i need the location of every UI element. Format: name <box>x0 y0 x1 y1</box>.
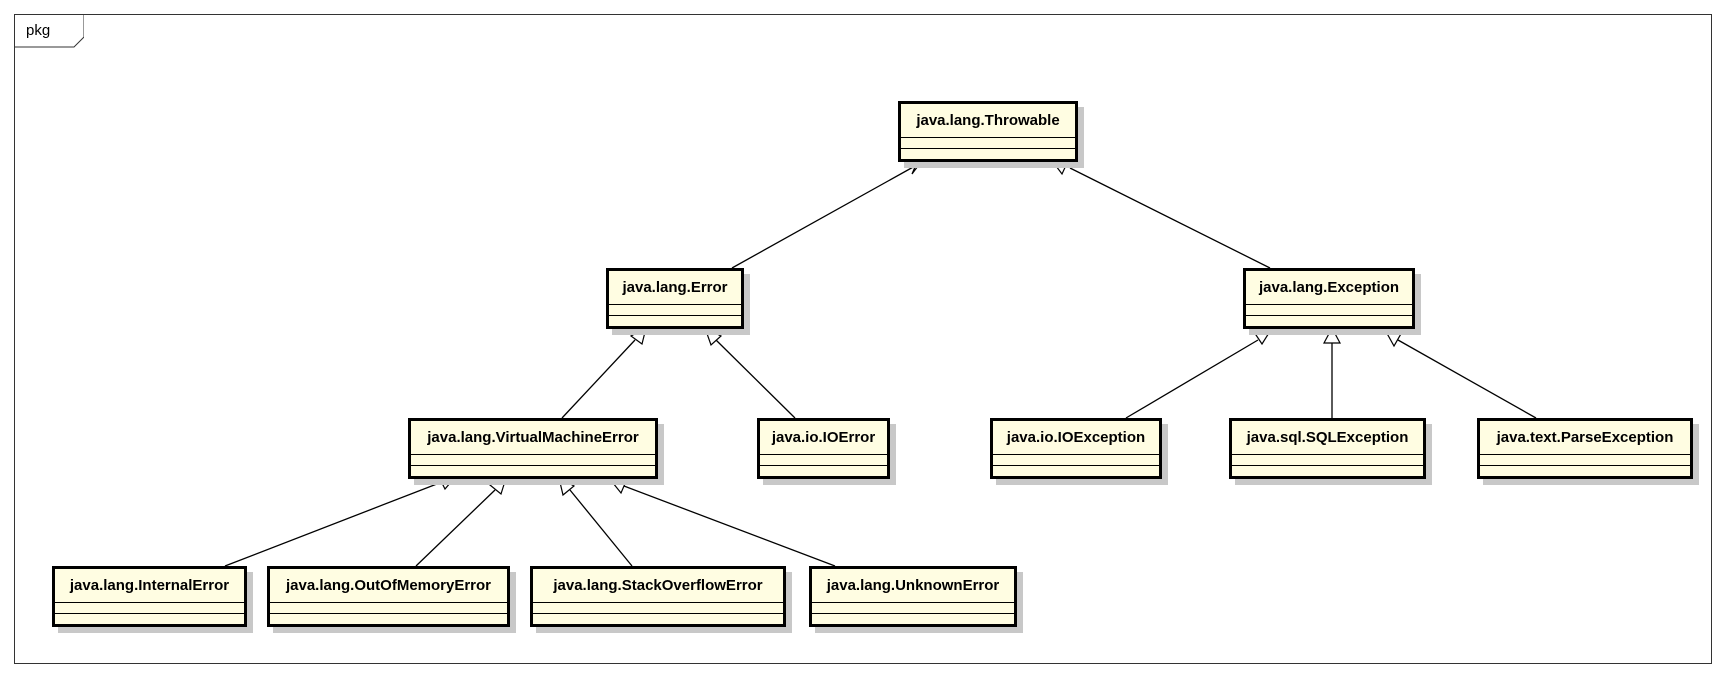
attributes-compartment <box>270 603 507 614</box>
class-name: java.io.IOError <box>760 421 887 455</box>
edge-internalerror-vme <box>224 474 458 567</box>
edge-sqlexception-exception <box>1323 326 1341 418</box>
operations-compartment <box>901 149 1075 159</box>
edge-stackoverflow-vme <box>558 476 633 567</box>
edge-parseexception-exception <box>1382 327 1537 419</box>
edge-outofmemory-vme <box>415 476 507 567</box>
attributes-compartment <box>609 305 741 316</box>
package-frame <box>14 14 1712 664</box>
class-parse-exception[interactable]: java.text.ParseException <box>1477 418 1693 479</box>
class-io-exception[interactable]: java.io.IOException <box>990 418 1162 479</box>
class-stack-overflow-error[interactable]: java.lang.StackOverflowError <box>530 566 786 627</box>
class-out-of-memory-error[interactable]: java.lang.OutOfMemoryError <box>267 566 510 627</box>
class-internal-error[interactable]: java.lang.InternalError <box>52 566 247 627</box>
attributes-compartment <box>901 138 1075 149</box>
edge-unknownerror-vme <box>607 477 836 567</box>
operations-compartment <box>533 614 783 624</box>
operations-compartment <box>1232 466 1423 476</box>
class-unknown-error[interactable]: java.lang.UnknownError <box>809 566 1017 627</box>
operations-compartment <box>270 614 507 624</box>
class-name: java.lang.StackOverflowError <box>533 569 783 603</box>
operations-compartment <box>55 614 244 624</box>
attributes-compartment <box>993 455 1159 466</box>
operations-compartment <box>411 466 655 476</box>
class-name: java.lang.Error <box>609 271 741 305</box>
attributes-compartment <box>1246 305 1412 316</box>
operations-compartment <box>993 466 1159 476</box>
class-name: java.lang.Exception <box>1246 271 1412 305</box>
attributes-compartment <box>812 603 1014 614</box>
class-exception[interactable]: java.lang.Exception <box>1243 268 1415 329</box>
package-label: pkg <box>26 22 51 39</box>
class-name: java.io.IOException <box>993 421 1159 455</box>
package-tab <box>14 14 84 48</box>
attributes-compartment <box>533 603 783 614</box>
class-name: java.lang.OutOfMemoryError <box>270 569 507 603</box>
class-throwable[interactable]: java.lang.Throwable <box>898 101 1078 162</box>
class-name: java.lang.InternalError <box>55 569 244 603</box>
attributes-compartment <box>55 603 244 614</box>
class-name: java.lang.Throwable <box>901 104 1075 138</box>
class-virtual-machine-error[interactable]: java.lang.VirtualMachineError <box>408 418 658 479</box>
operations-compartment <box>609 316 741 326</box>
class-name: java.text.ParseException <box>1480 421 1690 455</box>
attributes-compartment <box>411 455 655 466</box>
class-name: java.lang.VirtualMachineError <box>411 421 655 455</box>
edge-exception-throwable <box>1048 157 1271 269</box>
class-name: java.sql.SQLException <box>1232 421 1423 455</box>
attributes-compartment <box>1480 455 1690 466</box>
class-io-error[interactable]: java.io.IOError <box>757 418 890 479</box>
edge-error-throwable <box>731 156 926 269</box>
class-sql-exception[interactable]: java.sql.SQLException <box>1229 418 1426 479</box>
edge-ioexception-exception <box>1125 327 1274 419</box>
operations-compartment <box>760 466 887 476</box>
operations-compartment <box>1246 316 1412 326</box>
edge-ioerror-error <box>703 326 796 419</box>
edge-vme-error <box>561 326 647 419</box>
operations-compartment <box>812 614 1014 624</box>
class-name: java.lang.UnknownError <box>812 569 1014 603</box>
class-error[interactable]: java.lang.Error <box>606 268 744 329</box>
operations-compartment <box>1480 466 1690 476</box>
attributes-compartment <box>1232 455 1423 466</box>
attributes-compartment <box>760 455 887 466</box>
